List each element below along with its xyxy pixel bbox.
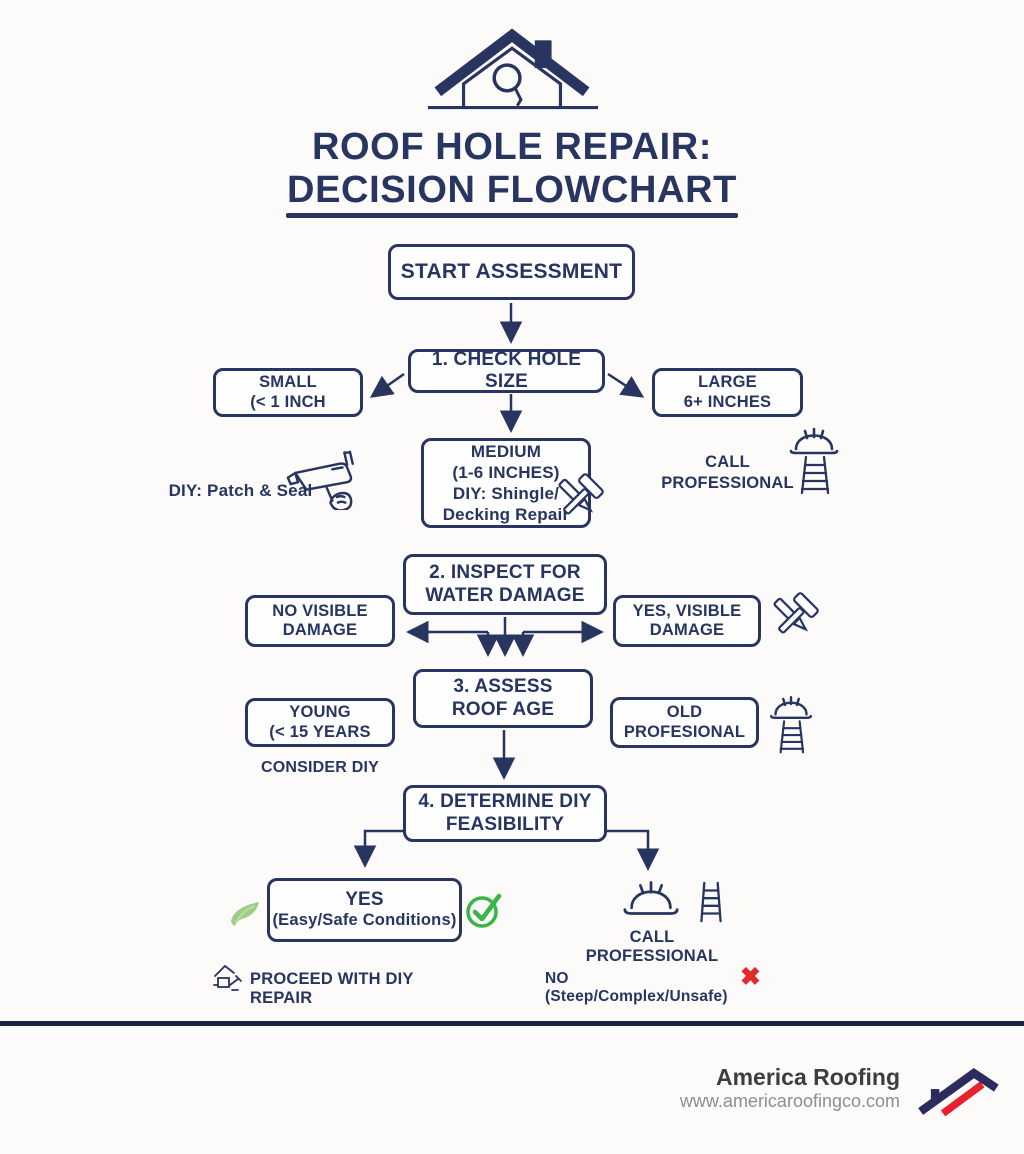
consider-diy-label: CONSIDER DIY [261,759,379,776]
inspect-water-damage-box: 2. INSPECT FOR WATER DAMAGE [403,554,607,615]
determine-diy-feasibility-box: 4. DETERMINE DIY FEASIBILITY [403,785,607,842]
hard-hat-ladder-icon [788,423,840,495]
check-hole-size-label: 1. CHECK HOLE SIZE [431,348,582,392]
yes-visible-damage-box: YES, VISIBLE DAMAGE [613,595,761,647]
small-hole-box: SMALL (< 1 INCH [213,368,363,417]
assess-roof-age-box: 3. ASSESS ROOF AGE [413,669,593,728]
roof-logo-icon [915,1062,1001,1118]
medium-hole-line3: DIY: Shingle/ [452,484,560,503]
determine-diy-line1: 4. DETERMINE DIY [418,791,592,813]
yes-visible-damage-line1: YES, VISIBLE [632,601,742,620]
old-roof-box: OLD PROFESIONAL [610,697,759,748]
check-circle-icon [465,889,503,931]
house-inspection-icon [424,24,602,116]
diy-tools-icon [210,961,244,995]
yes-easy-safe-line1: YES [345,889,384,911]
footer-website: www.americaroofingco.com [679,1091,900,1112]
call-professional-top-label: CALL PROFESSIONAL [655,452,800,493]
inspect-water-damage-line1: 2. INSPECT FOR [429,562,581,584]
young-roof-line1: YOUNG [289,703,351,722]
call-professional-bottom-label: CALL PROFESSIONAL [585,928,719,965]
proceed-diy-label: PROCEED WITH DIY REPAIR [250,970,414,1007]
yes-easy-safe-line2: (Easy/Safe Conditions) [272,911,457,930]
crossed-tools-icon [548,470,608,528]
footer-text: America Roofing www.americaroofingco.com [560,1064,900,1113]
glue-gun-icon [286,448,374,510]
no-visible-damage-line2: DAMAGE [282,621,358,639]
call-professional-top-line2: PROFESSIONAL [661,473,794,492]
call-professional-top-line1: CALL [705,453,750,471]
x-mark-icon: ✖ [740,963,761,991]
diy-patch-seal-label: DIY: Patch & Seal [168,481,313,500]
ladder-icon [695,880,727,924]
no-visible-damage-line1: NO VISIBLE [272,601,368,620]
small-hole-line1: SMALL [259,373,317,392]
page-title-line1: ROOF HOLE REPAIR: [311,126,713,168]
old-roof-line2: PROFESIONAL [623,722,746,741]
hard-hat-icon [620,876,682,922]
old-roof-line1: OLD [666,703,703,722]
page-title-line2: DECISION FLOWCHART [287,169,737,211]
no-unsafe-label: NO (Steep/Complex/Unsafe) [545,970,728,1005]
assess-roof-age-line1: 3. ASSESS [453,676,553,698]
medium-hole-line1: MEDIUM [470,441,542,461]
medium-hole-line4: Decking Repair [442,505,570,525]
young-roof-box: YOUNG (< 15 YEARS [245,698,395,747]
yes-easy-safe-box: YES (Easy/Safe Conditions) [267,878,462,942]
young-roof-line2: (< 15 YEARS [269,722,371,741]
large-hole-line2: 6+ INCHES [683,392,772,411]
medium-hole-box: MEDIUM (1-6 INCHES) DIY: Shingle/ Deckin… [421,438,591,528]
large-hole-box: LARGE 6+ INCHES [652,368,803,417]
yes-visible-damage-line2: DAMAGE [649,621,725,639]
hard-hat-ladder-icon [768,692,814,754]
title-underline [286,213,738,218]
start-assessment-box: START ASSESSMENT [388,244,635,300]
inspect-water-damage-line2: WATER DAMAGE [425,584,585,606]
no-visible-damage-box: NO VISIBLE DAMAGE [245,595,395,647]
leaf-icon [228,899,262,927]
footer-divider [0,1021,1024,1026]
crossed-tools-icon [764,589,822,647]
large-hole-line1: LARGE [698,373,757,392]
assess-roof-age-line2: ROOF AGE [451,698,555,720]
determine-diy-line2: FEASIBILITY [445,813,565,835]
medium-hole-line2: (1-6 INCHES) [452,462,560,482]
start-assessment-label: START ASSESSMENT [400,259,623,283]
check-hole-size-box: 1. CHECK HOLE SIZE [408,349,605,393]
footer-brand: America Roofing [715,1064,900,1090]
small-hole-line2: (< 1 INCH [250,392,326,411]
